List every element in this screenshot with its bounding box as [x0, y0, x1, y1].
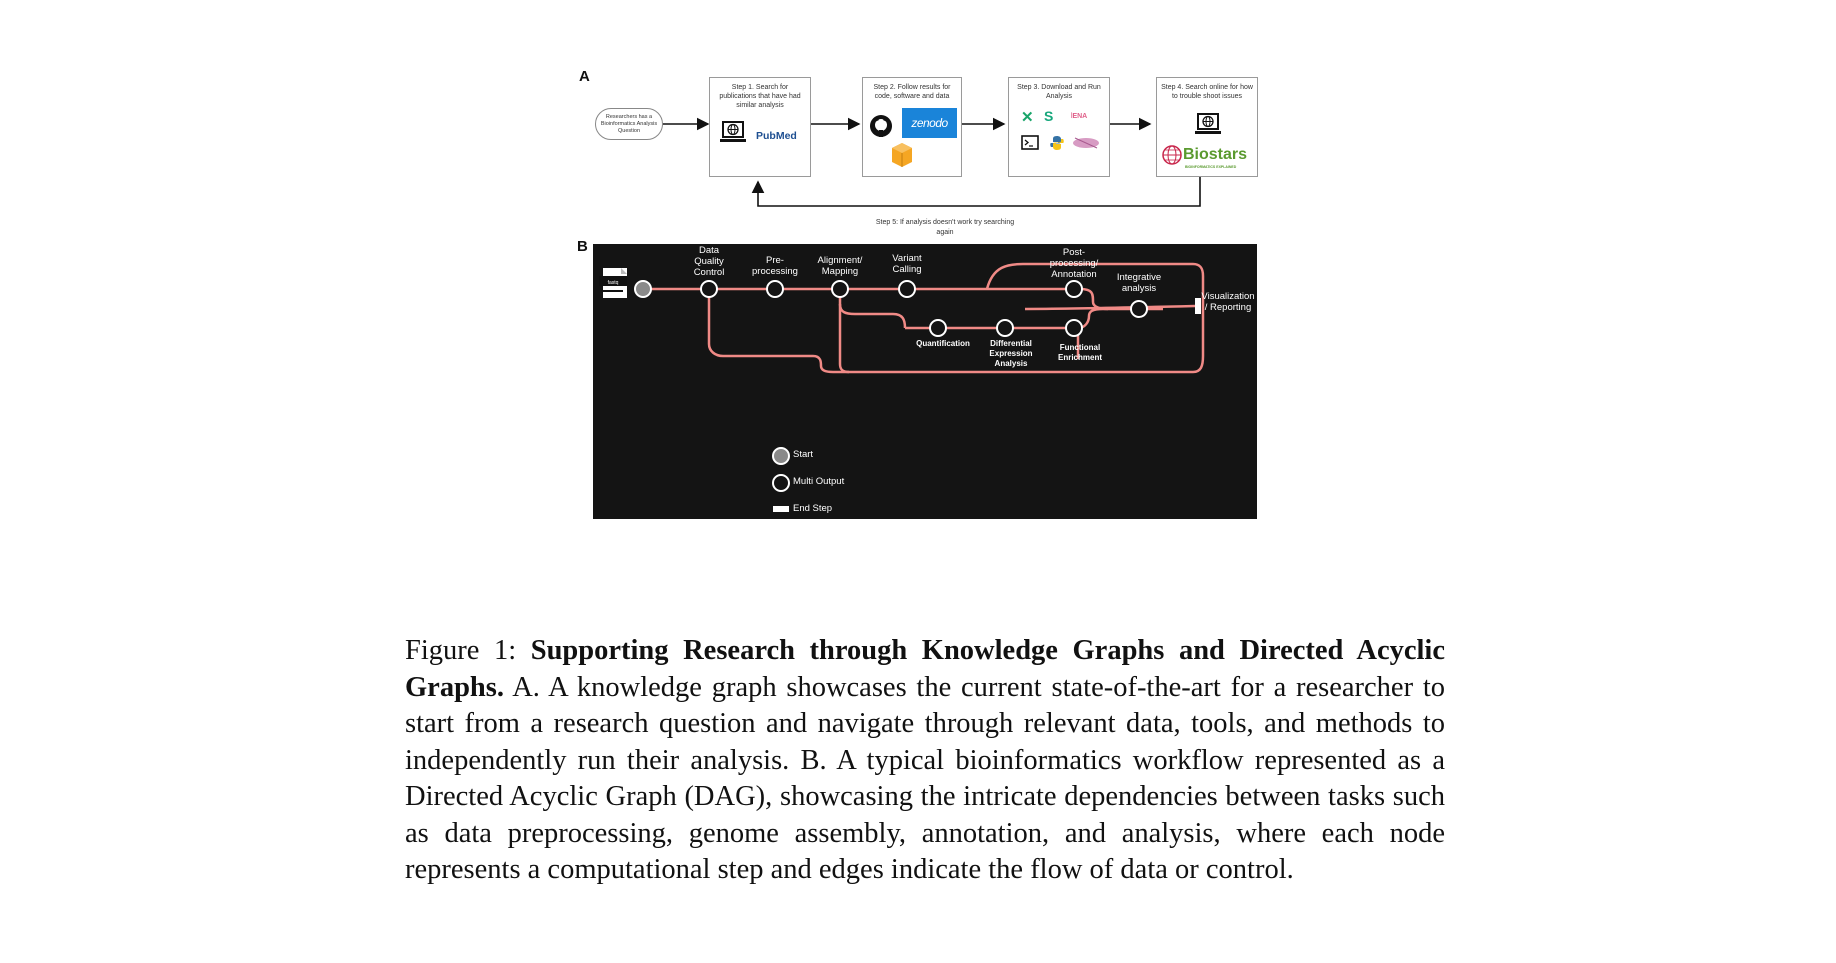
node-dqc [700, 280, 718, 298]
edge-func-integ [1077, 307, 1163, 330]
workflow-dag: fastq Data Quality Control Pre- processi… [593, 244, 1257, 519]
panel-b-label: B [577, 238, 588, 255]
label-alignment: Alignment/ Mapping [817, 255, 863, 277]
edge-align-quant [838, 303, 907, 329]
biostars-globe-icon [1162, 145, 1182, 165]
label-visualization: Visualization / Reporting [1201, 291, 1255, 313]
research-question-node: Researchers has a Bioinformatics Analysi… [595, 108, 663, 140]
label-post-processing: Post- processing/ Annotation [1049, 247, 1099, 280]
legend-start-label: Start [793, 449, 814, 460]
terminal-icon [1021, 135, 1039, 150]
label-differential: Differential Expression Analysis [989, 339, 1033, 368]
fastq-label: fastq [608, 280, 619, 286]
caption-prefix: Figure 1: [405, 635, 531, 666]
node-alignment [831, 280, 849, 298]
edge-integ-viz [1024, 304, 1196, 311]
label-quantification: Quantification [916, 339, 970, 348]
edge-post-integ [1079, 287, 1109, 311]
label-preprocessing: Pre- processing [752, 255, 798, 277]
start-node [634, 280, 652, 298]
node-integrative [1130, 300, 1148, 318]
bioinformatics-tool-icon [1073, 137, 1099, 149]
legend-end-icon [773, 506, 789, 512]
label-variant: Variant Calling [892, 253, 922, 275]
github-icon [870, 115, 892, 137]
node-differential [996, 319, 1014, 337]
node-quantification [929, 319, 947, 337]
step-5-caption: Step 5: If analysis doesn't work try sea… [875, 219, 1015, 236]
step-3-box: Step 3. Download and Run Analysis ✕ S ⦚E… [1008, 77, 1110, 177]
step-2-text: Step 2. Follow results for code, softwar… [873, 84, 951, 100]
zenodo-logo-icon: zenodo [902, 108, 957, 138]
laptop-globe-icon [1195, 113, 1221, 134]
panel-a-label: A [579, 68, 590, 85]
edge-post-viz [985, 262, 1205, 306]
node-variant [898, 280, 916, 298]
python-icon [1050, 136, 1064, 150]
step-1-box: Step 1. Search for publications that hav… [709, 77, 811, 177]
panel-a-connectors [663, 117, 1201, 207]
step-2-box: Step 2. Follow results for code, softwar… [862, 77, 962, 177]
biostars-logo-text: Biostars [1183, 146, 1248, 163]
node-post-processing [1065, 280, 1083, 298]
laptop-globe-icon [720, 121, 746, 142]
archive-box-icon [892, 143, 912, 167]
fastq-file-icon [599, 268, 627, 298]
excel-x-icon: ✕ [1021, 109, 1034, 126]
legend-multi-icon [772, 474, 790, 492]
s-logo-icon: S [1044, 108, 1054, 124]
label-integrative: Integrative analysis [1116, 272, 1162, 294]
edge-dqc-bottom [707, 289, 1205, 374]
biostars-subtext: BIOINFORMATICS EXPLAINED [1185, 165, 1237, 169]
caption-body: A. A knowledge graph showcases the curre… [405, 671, 1445, 886]
edge-align-down [838, 289, 850, 374]
label-functional: Functional Enrichment [1057, 343, 1103, 362]
label-dqc: Data Quality Control [693, 245, 725, 278]
node-functional [1065, 319, 1083, 337]
step-4-box: Step 4. Search online for how to trouble… [1156, 77, 1258, 177]
legend-start-icon [772, 447, 790, 465]
dag-graph: fastq [599, 262, 1205, 512]
pubmed-logo-icon: PubMed [756, 130, 797, 142]
caption-title: Supporting Research through Knowledge Gr… [405, 635, 1445, 703]
ena-logo-icon: ⦚ENA [1071, 113, 1088, 120]
node-preprocessing [766, 280, 784, 298]
legend-multi-label: Multi Output [793, 476, 845, 487]
step-3-text: Step 3. Download and Run Analysis [1017, 84, 1101, 100]
figure-caption: Figure 1: Supporting Research through Kn… [405, 633, 1445, 889]
step-4-text: Step 4. Search online for how to trouble… [1161, 84, 1253, 100]
zenodo-logo-text: zenodo [911, 116, 948, 130]
step-1-text: Step 1. Search for publications that hav… [719, 84, 801, 109]
end-step-node [1195, 298, 1201, 314]
legend-end-label: End Step [793, 503, 833, 514]
